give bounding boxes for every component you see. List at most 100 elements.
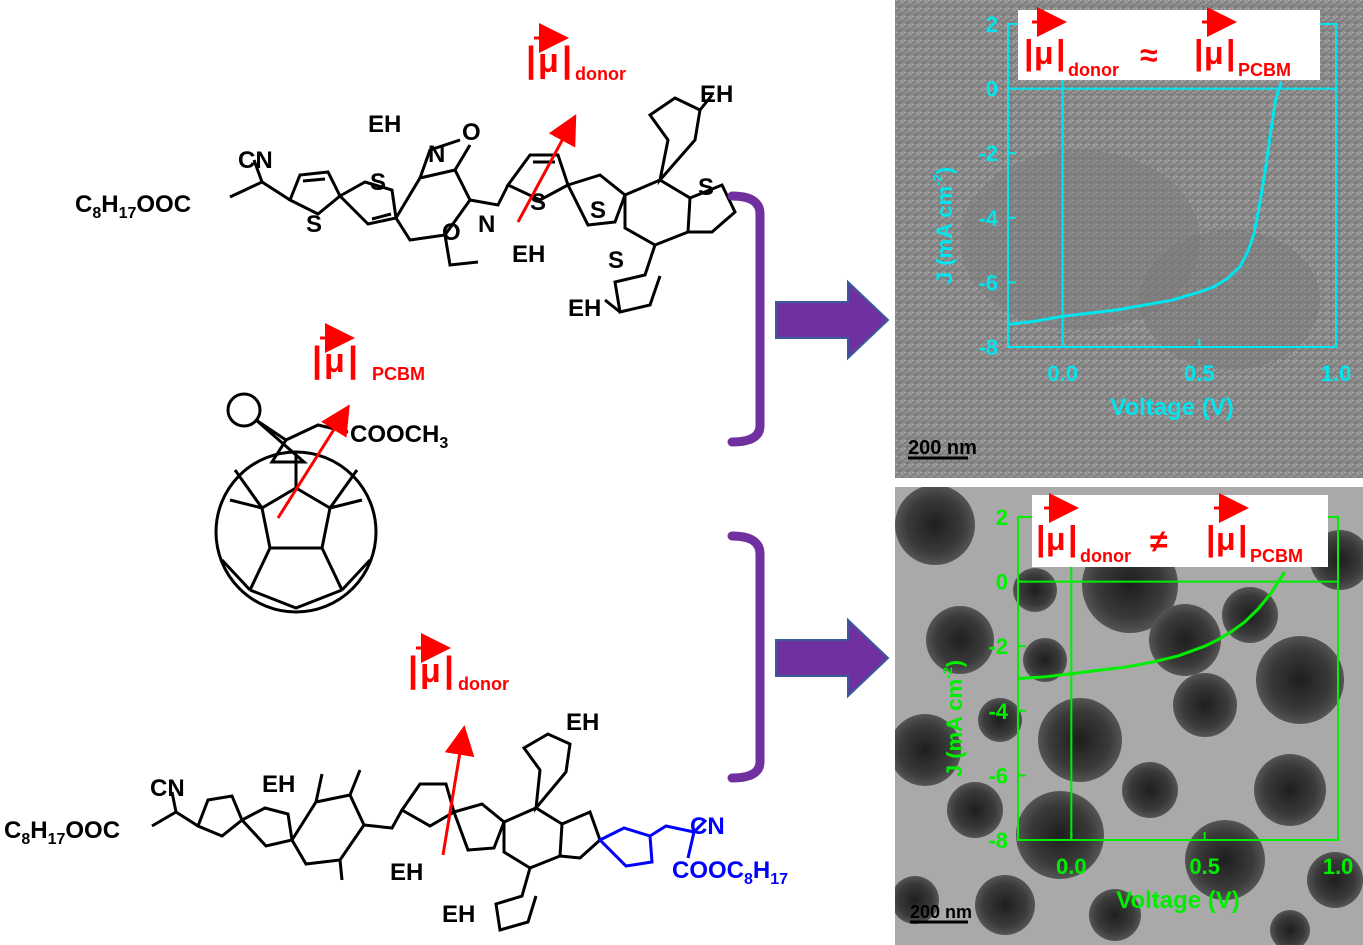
x-tick-label: 0.5 xyxy=(1184,361,1215,386)
svg-text:|: | xyxy=(1226,34,1236,72)
y-tick-label: -8 xyxy=(988,828,1008,853)
top-panel-inset: | μ | donor ≈ | μ | PCBM xyxy=(1018,7,1320,80)
donor1-s6: S xyxy=(608,247,624,274)
svg-text:μ: μ xyxy=(1034,35,1054,71)
top-bracket xyxy=(727,191,765,447)
y-tick-label: 0 xyxy=(996,570,1008,595)
svg-text:200 nm: 200 nm xyxy=(908,437,977,459)
bottom-panel-inset: | μ | donor ≠ | μ | PCBM xyxy=(1032,493,1328,567)
fullerene-pentagon xyxy=(260,486,332,550)
pcbm-dipole-arrow xyxy=(276,404,350,519)
donor2-eh-bottom: EH xyxy=(442,901,475,928)
y-tick-label: -4 xyxy=(988,699,1008,724)
domain-blob xyxy=(895,714,961,786)
x-tick-label: 0.0 xyxy=(1056,854,1087,879)
svg-text:μ: μ xyxy=(1046,521,1066,557)
svg-text:|: | xyxy=(1194,34,1204,72)
svg-text:|: | xyxy=(1024,34,1034,72)
donor1-o1: O xyxy=(462,119,481,146)
y-tick-label: -6 xyxy=(988,763,1008,788)
donor2-cn-left: CN xyxy=(150,775,185,802)
domain-blob xyxy=(947,782,1003,838)
thiophene-ring xyxy=(337,180,398,226)
top-inset-box xyxy=(1018,10,1320,80)
svg-text:|: | xyxy=(312,339,322,381)
donor1-s2: S xyxy=(370,169,386,196)
domain-blob xyxy=(1089,889,1141,941)
donor2-structure xyxy=(151,732,602,932)
y-tick-label: -4 xyxy=(978,206,998,231)
mu-left-bar: | xyxy=(526,39,536,81)
domain-blob xyxy=(1307,852,1363,908)
pcbm-ester: COOCH3 xyxy=(350,421,448,452)
domain-blob xyxy=(1038,698,1122,782)
y-tick-label: 2 xyxy=(996,505,1008,530)
svg-text:μ: μ xyxy=(1204,35,1224,71)
phase-separated-domains xyxy=(895,487,1363,945)
donor2-eh-n: EH xyxy=(262,771,295,798)
mu-right-bar: | xyxy=(562,39,572,81)
svg-text:|: | xyxy=(1206,520,1216,558)
bottom-inset-left-sub: donor xyxy=(1080,546,1131,566)
mu-symbol: μ xyxy=(538,42,559,80)
domain-blob xyxy=(1016,791,1104,879)
donor1-mu-subscript: donor xyxy=(575,64,626,84)
domain-blob xyxy=(1256,636,1344,724)
dpp-core xyxy=(290,793,366,866)
x-tick-label: 1.0 xyxy=(1323,854,1354,879)
top-inset-right-sub: PCBM xyxy=(1238,60,1291,80)
donor1-o2: O xyxy=(442,219,461,246)
y-tick-label: -6 xyxy=(978,270,998,295)
x-axis-label: Voltage (V) xyxy=(1116,887,1240,914)
donor1-eh-bottom: EH xyxy=(568,295,601,322)
donor1-cn: CN xyxy=(238,147,273,174)
domain-blob xyxy=(1270,910,1310,945)
svg-text:|: | xyxy=(1056,34,1066,72)
domain-blob xyxy=(1149,604,1221,676)
x-tick-label: 0.0 xyxy=(1047,361,1078,386)
x-tick-label: 0.5 xyxy=(1189,854,1220,879)
domain-blob xyxy=(975,875,1035,935)
phenyl-ring xyxy=(226,392,262,428)
donor1-eh-n: EH xyxy=(368,111,401,138)
thiophene-ring xyxy=(505,153,570,202)
pcbm-mu-label: | μ | PCBM xyxy=(312,323,425,384)
top-arrow xyxy=(775,279,890,361)
svg-text:μ: μ xyxy=(324,342,345,380)
donor1-n2: N xyxy=(478,211,495,238)
pcbm-mu-subscript: PCBM xyxy=(372,364,425,384)
svg-text:|: | xyxy=(1068,520,1078,558)
x-axis-label: Voltage (V) xyxy=(1110,394,1234,421)
svg-text:|: | xyxy=(408,649,418,691)
domain-blob xyxy=(1173,673,1237,737)
domain-blob xyxy=(978,698,1022,742)
top-inset-relation: ≈ xyxy=(1140,37,1158,73)
bdt-ring xyxy=(623,178,692,247)
domain-blob xyxy=(926,606,994,674)
svg-text:|: | xyxy=(1238,520,1248,558)
bottom-inset-box xyxy=(1032,495,1328,567)
y-tick-label: -2 xyxy=(988,634,1008,659)
donor1-s5: S xyxy=(698,174,714,201)
c60-cage xyxy=(214,450,378,614)
domain-blob xyxy=(895,876,939,924)
bdt-ring xyxy=(565,173,627,227)
donor1-s1: S xyxy=(306,211,322,238)
bottom-tem-panel xyxy=(895,487,1363,945)
donor1-dipole-arrow xyxy=(516,114,577,223)
top-inset-left-sub: donor xyxy=(1068,60,1119,80)
donor1-eh-top: EH xyxy=(700,81,733,108)
svg-text:μ: μ xyxy=(1216,521,1236,557)
svg-text:|: | xyxy=(444,649,454,691)
donor1-eh-n2: EH xyxy=(512,241,545,268)
donor2-blue-group xyxy=(597,818,708,868)
svg-text:|: | xyxy=(1036,520,1046,558)
bottom-inset-right-sub: PCBM xyxy=(1250,546,1303,566)
bottom-arrow xyxy=(775,617,890,699)
bottom-inset-relation: ≠ xyxy=(1150,523,1168,559)
svg-text:μ: μ xyxy=(420,652,441,690)
domain-blob xyxy=(895,487,975,565)
